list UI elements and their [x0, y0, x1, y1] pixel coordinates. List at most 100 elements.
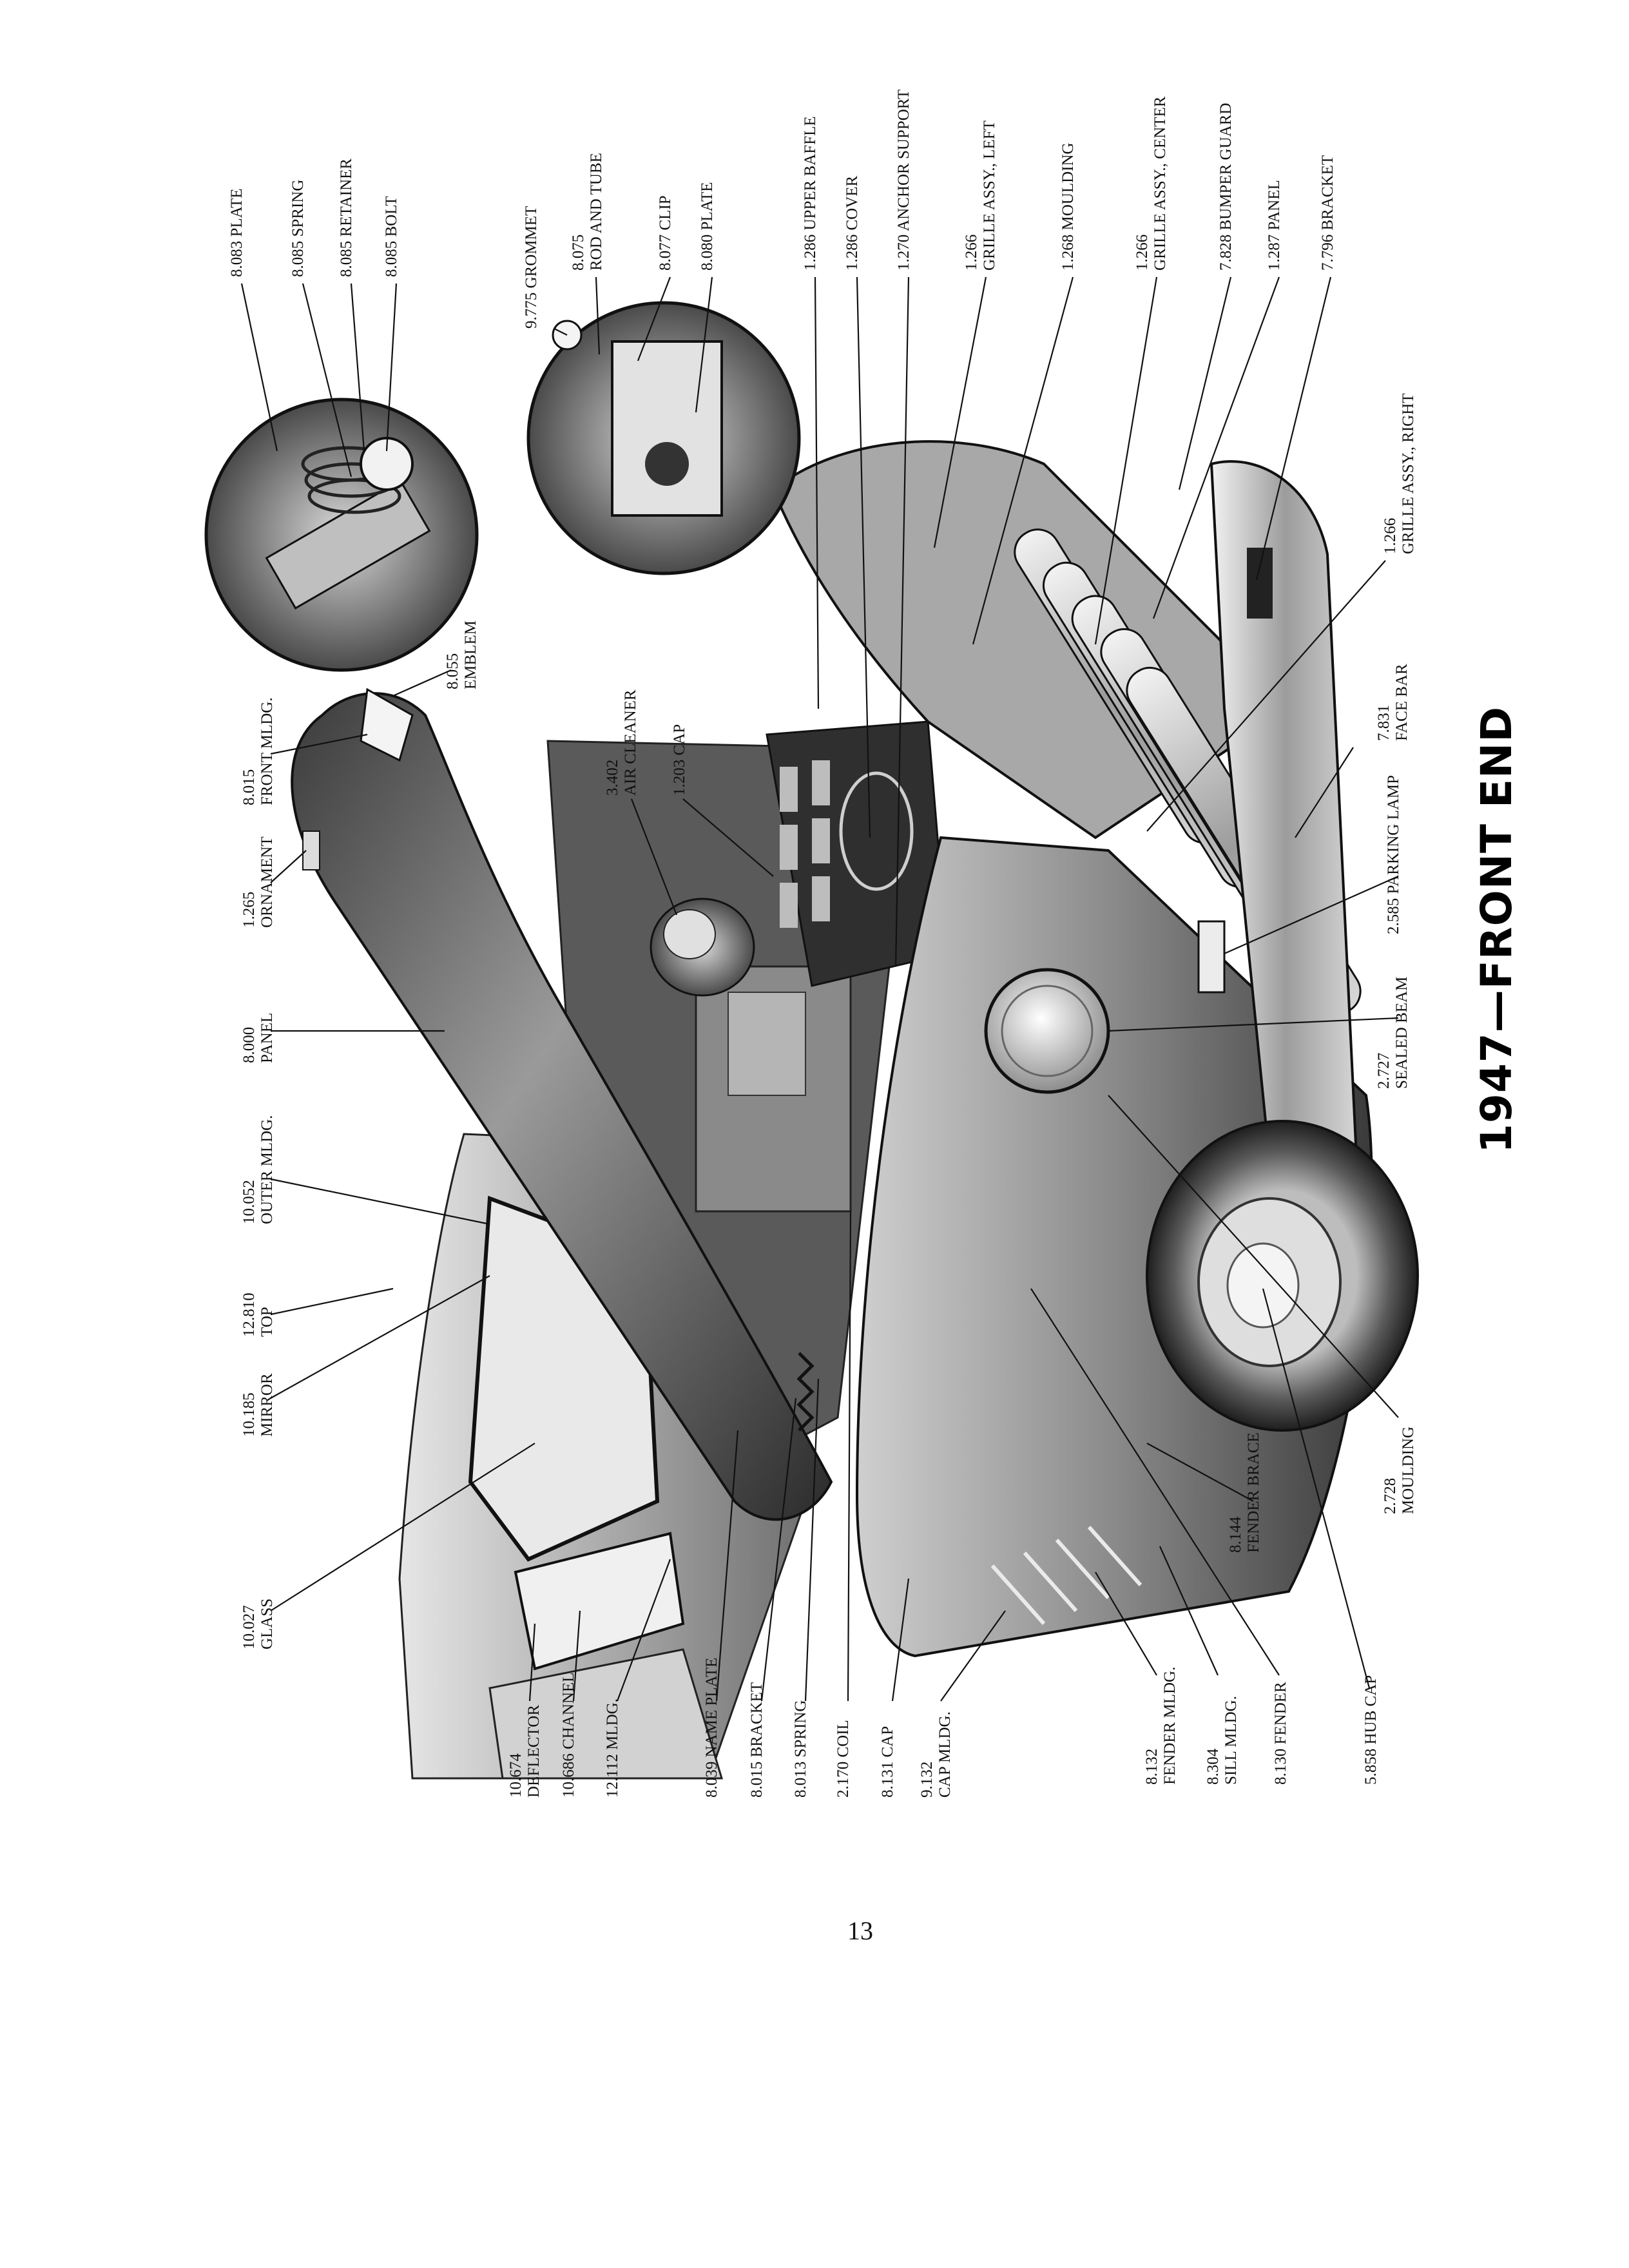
- callout-label: 1.270 ANCHOR SUPPORT: [895, 90, 912, 271]
- leader-line: [715, 1430, 739, 1702]
- catch-plate: [611, 340, 723, 517]
- callout-label: 7.796 BRACKET: [1319, 155, 1336, 271]
- leader-line: [528, 1623, 536, 1702]
- callout-label: 1.286 COVER: [843, 175, 861, 271]
- inset-hood-latch: [204, 398, 479, 672]
- leader-line: [760, 1398, 797, 1702]
- callout-label: 8.055EMBLEM: [444, 620, 479, 689]
- callout-label: 10.674DEFLECTOR: [507, 1705, 543, 1798]
- callout-label: 1.203 CAP: [671, 724, 688, 796]
- callout-label: 8.304SILL MLDG.: [1204, 1696, 1240, 1785]
- door: [488, 1648, 724, 1780]
- hood-spring: [796, 1352, 815, 1432]
- callout-label: 8.000PANEL: [240, 1013, 276, 1063]
- page-number: 13: [847, 1916, 873, 1945]
- leader-line: [1295, 747, 1354, 838]
- callout-label: 8.085 SPRING: [289, 180, 307, 277]
- callout-label: 8.085 BOLT: [383, 197, 400, 277]
- callout-label: 1.266GRILLE ASSY., CENTER: [1133, 96, 1169, 271]
- callout-labels: 10.674DEFLECTOR 10.686 CHANNEL 12.112 ML…: [228, 90, 1417, 1798]
- callout-label: 10.052OUTER MLDG.: [240, 1115, 276, 1224]
- callout-label: 12.112 MLDG.: [604, 1698, 621, 1798]
- callout-label: 9.775 GROMMET: [523, 206, 540, 329]
- hub-cap-center: [1226, 1242, 1300, 1329]
- engine-head: [728, 992, 806, 1096]
- callout-label: 2.727SEALED BEAM: [1375, 977, 1411, 1089]
- callout-label: 8.131 CAP: [879, 1726, 896, 1798]
- leader-line: [1108, 1017, 1399, 1032]
- leader-line: [1159, 1546, 1219, 1676]
- callout-label: 7.831FACE BAR: [1375, 664, 1411, 741]
- callout-label: 1.287 PANEL: [1266, 180, 1283, 271]
- callout-label: 8.144FENDER BRACE: [1227, 1432, 1262, 1553]
- leader-line: [302, 283, 352, 477]
- leader-line: [1146, 1443, 1254, 1502]
- fender-mouldings: [990, 1526, 1142, 1625]
- leader-line: [270, 850, 307, 883]
- leader-line: [554, 328, 568, 336]
- leader-line: [1094, 276, 1158, 645]
- callout-label: 8.132FENDER MLDG.: [1143, 1667, 1179, 1785]
- callout-label: 10.185MIRROR: [240, 1373, 276, 1437]
- leader-line: [891, 1578, 910, 1702]
- leader-line: [270, 1287, 394, 1316]
- callout-label: 8.077 CLIP: [657, 195, 674, 271]
- callout-label: 2.170 COIL: [834, 1720, 852, 1798]
- leader-line: [940, 1610, 1006, 1702]
- callout-label: 8.130 FENDER: [1272, 1682, 1289, 1785]
- leader-line: [856, 276, 871, 838]
- leader-line: [1178, 276, 1232, 490]
- leader-line: [350, 283, 365, 452]
- callout-label: 1.266GRILLE ASSY., RIGHT: [1382, 393, 1417, 554]
- latch-plate: [265, 479, 431, 610]
- headlamp-rim: [1001, 985, 1094, 1077]
- sealed-beam-headlamp: [984, 968, 1110, 1094]
- callout-label: 8.013 SPRING: [792, 1700, 809, 1798]
- catch-hole: [645, 442, 689, 486]
- leader-line: [933, 276, 987, 548]
- callout-label: 10.686 CHANNEL: [560, 1673, 577, 1798]
- leader-line: [270, 1178, 490, 1225]
- callout-label: 2.585 PARKING LAMP: [1385, 775, 1402, 934]
- leader-lines: [240, 276, 1399, 1702]
- leader-line: [1224, 875, 1399, 955]
- callout-label: 8.075ROD AND TUBE: [570, 153, 605, 271]
- leader-line: [1095, 1571, 1157, 1676]
- inset-hood-catch: [526, 301, 801, 575]
- leader-line: [1146, 560, 1386, 832]
- callout-label: 8.080 PLATE: [699, 182, 716, 271]
- callout-label: 3.402AIR CLEANER: [604, 689, 639, 796]
- hood: [291, 692, 833, 1521]
- leader-line: [814, 276, 820, 709]
- callout-label: 12.810TOP: [240, 1293, 276, 1337]
- latch-bolt: [360, 437, 414, 491]
- leader-line: [637, 276, 671, 361]
- callout-label: 1.268 MOULDING: [1059, 142, 1077, 271]
- baffle-slots: [780, 760, 830, 928]
- callout-label: 5.858 HUB CAP: [1362, 1675, 1380, 1785]
- leader-line: [972, 276, 1074, 645]
- leader-line: [894, 276, 910, 967]
- leader-line: [695, 276, 713, 413]
- callout-label: 8.015 BRACKET: [748, 1682, 766, 1798]
- leader-line: [1262, 1288, 1371, 1689]
- leader-line: [270, 733, 368, 755]
- callout-label: 10.027GLASS: [240, 1599, 276, 1649]
- leader-line: [595, 276, 601, 355]
- leader-line: [847, 1211, 852, 1702]
- hood-front-moulding: [360, 687, 414, 762]
- leader-line: [270, 1275, 490, 1399]
- leader-line: [1108, 1095, 1399, 1418]
- air-cleaner-cap: [663, 909, 716, 959]
- callout-label: 1.265ORNAMENT: [240, 836, 276, 928]
- leader-line: [240, 283, 278, 452]
- bumper-bracket: [1247, 548, 1273, 619]
- callout-label: 8.015FRONT MLDG.: [240, 697, 276, 805]
- baffle-emblem: [839, 771, 914, 891]
- leader-line: [392, 669, 452, 697]
- leader-line: [1152, 276, 1280, 619]
- leader-line: [270, 1443, 535, 1611]
- leader-line: [1255, 276, 1332, 581]
- vent-window: [514, 1532, 685, 1671]
